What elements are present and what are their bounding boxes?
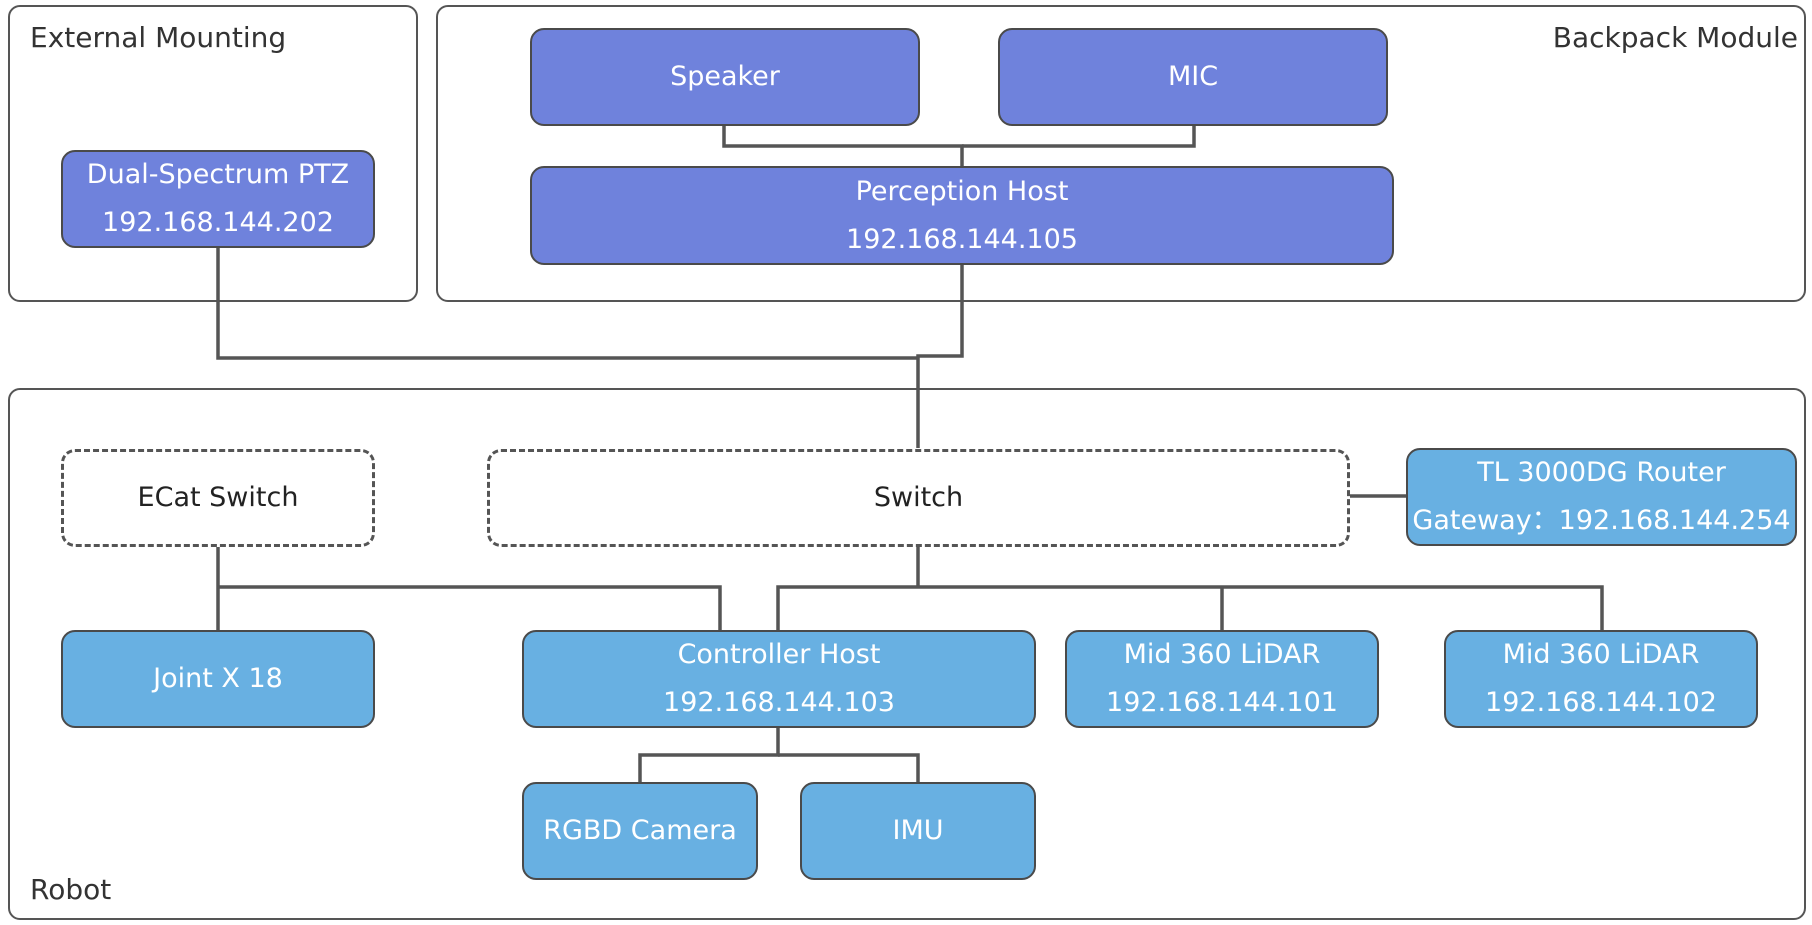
joint-name: Joint X 18 (153, 663, 283, 694)
controller-ip: 192.168.144.103 (663, 687, 895, 718)
ecat-name: ECat Switch (137, 482, 299, 513)
switch-node: Switch (487, 449, 1350, 547)
imu-name: IMU (892, 815, 944, 846)
lidar1-name: Mid 360 LiDAR (1123, 639, 1321, 670)
speaker-node: Speaker (530, 28, 920, 126)
wire-switch-bus (776, 585, 1604, 630)
joint-node: Joint X 18 (61, 630, 375, 728)
wire-mic-perception (962, 124, 1196, 148)
perception-name: Perception Host (855, 175, 1069, 207)
lidar2-ip: 192.168.144.102 (1485, 687, 1717, 718)
robot-label: Robot (30, 873, 112, 906)
ecat-switch-node: ECat Switch (61, 449, 375, 547)
ptz-name: Dual-Spectrum PTZ (86, 159, 350, 190)
perception-host-node: Perception Host 192.168.144.105 (530, 166, 1394, 265)
lidar2-name: Mid 360 LiDAR (1502, 639, 1700, 670)
router-node: TL 3000DG Router Gateway：192.168.144.254 (1406, 448, 1797, 546)
rgbd-name: RGBD Camera (543, 815, 737, 846)
controller-host-node: Controller Host 192.168.144.103 (522, 630, 1036, 728)
controller-name: Controller Host (677, 639, 881, 670)
switch-name: Switch (873, 482, 964, 513)
wire-controller-sensors (638, 728, 780, 783)
perception-ip: 192.168.144.105 (846, 223, 1078, 255)
rgbd-camera-node: RGBD Camera (522, 782, 758, 880)
lidar-101-node: Mid 360 LiDAR 192.168.144.101 (1065, 630, 1379, 728)
wire-controller-imu (778, 753, 920, 783)
backpack-module-label: Backpack Module (1552, 21, 1798, 54)
ptz-ip: 192.168.144.202 (102, 207, 334, 238)
router-name: TL 3000DG Router (1477, 457, 1726, 488)
wire-ecat-controller (218, 585, 722, 630)
external-mounting-label: External Mounting (30, 21, 287, 54)
mic-node: MIC (998, 28, 1388, 126)
wire-speaker-perception (722, 124, 964, 166)
mic-name: MIC (1167, 61, 1219, 92)
imu-node: IMU (800, 782, 1036, 880)
lidar1-ip: 192.168.144.101 (1106, 687, 1338, 718)
wire-perception-switch (916, 264, 964, 448)
wire-ptz-switch (216, 246, 918, 360)
lidar-102-node: Mid 360 LiDAR 192.168.144.102 (1444, 630, 1758, 728)
router-gateway: Gateway：192.168.144.254 (1412, 505, 1791, 536)
speaker-name: Speaker (670, 61, 780, 92)
dual-spectrum-ptz-node: Dual-Spectrum PTZ 192.168.144.202 (61, 150, 375, 248)
